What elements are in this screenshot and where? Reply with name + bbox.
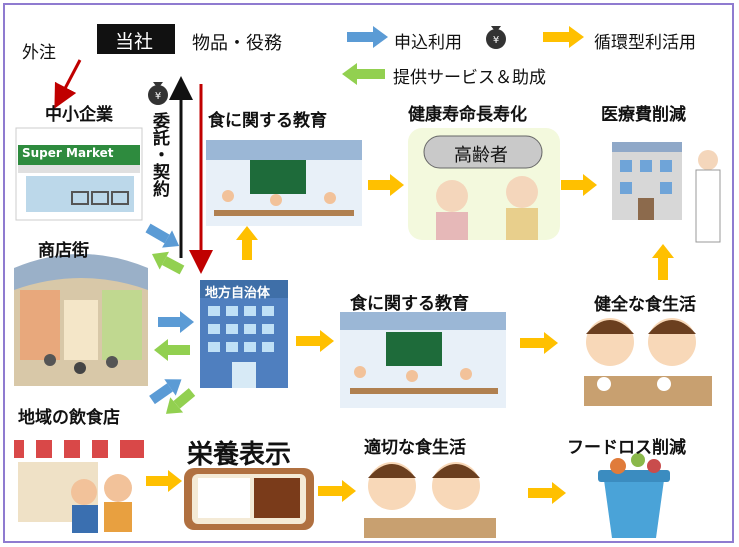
yellow-arrow-restaurant-to-nutrition xyxy=(146,470,182,492)
money-bag-yen-icon: ¥ xyxy=(486,26,506,49)
legend-blue-arrow xyxy=(347,26,388,48)
legend-circular-use-label: 循環型利活用 xyxy=(594,33,696,53)
restaurant-illustration xyxy=(14,436,144,534)
legend-services-support-label: 提供サービス＆助成 xyxy=(393,68,546,88)
local-restaurants-label: 地域の飲食店 xyxy=(18,408,120,428)
healthy-diet-label: 健全な食生活 xyxy=(594,295,696,315)
legend-green-arrow xyxy=(342,63,385,85)
yellow-arrow-edu-to-diet xyxy=(520,332,558,354)
food-education-top-label: 食に関する教育 xyxy=(208,111,327,131)
healthy-longevity-label: 健康寿命長寿化 xyxy=(408,105,527,125)
supermarket-illustration xyxy=(15,127,143,221)
green-arrow-street-left xyxy=(154,339,190,361)
food-waste-bin-illustration xyxy=(598,453,670,538)
yellow-arrow-diet-to-foodloss xyxy=(528,482,566,504)
blue-arrow-restaurant-to-gov xyxy=(149,379,182,405)
bento-box-illustration xyxy=(184,468,314,530)
yellow-arrow-edu-to-health xyxy=(368,174,404,196)
food-loss-reduction-label: フードロス削減 xyxy=(567,438,686,458)
yellow-arrow-health-to-medical xyxy=(561,174,597,196)
company-box xyxy=(97,24,175,54)
supermarket-sign: Super Market xyxy=(22,146,114,160)
food-education-mid-label: 食に関する教育 xyxy=(350,294,469,314)
medical-cost-reduction-label: 医療費削減 xyxy=(601,105,686,125)
classroom-illustration-top xyxy=(206,140,362,226)
diagram-frame xyxy=(3,3,734,543)
company-label: 当社 xyxy=(115,31,154,53)
goods-services-label: 物品・役務 xyxy=(192,33,282,54)
yellow-arrow-gov-to-edu xyxy=(296,330,334,352)
green-arrow-gov-to-street xyxy=(151,251,185,275)
elderly-label: 高齢者 xyxy=(454,145,508,166)
government-building-illustration xyxy=(200,280,288,388)
hospital-doctor-illustration xyxy=(612,142,721,243)
outsourcing-label: 外注 xyxy=(22,43,56,63)
entrust-contract-label: 委託・契約 xyxy=(149,112,169,197)
proper-diet-label: 適切な食生活 xyxy=(364,438,466,458)
legend-apply-use-label: 申込利用 xyxy=(394,33,462,53)
money-bag-yen-icon: ¥ xyxy=(148,82,168,105)
svg-text:¥: ¥ xyxy=(155,91,161,102)
kids-eating-illustration-right xyxy=(584,318,712,406)
classroom-illustration-middle xyxy=(340,312,506,408)
sme-label: 中小企業 xyxy=(45,105,113,125)
elderly-illustration xyxy=(408,128,560,240)
outsourcing-arrow xyxy=(54,59,82,109)
legend-yellow-arrow xyxy=(543,26,584,48)
yellow-arrow-nutrition-to-diet xyxy=(318,480,356,502)
yellow-arrow-diet-up xyxy=(652,244,674,280)
shopping-street-label: 商店街 xyxy=(38,241,89,261)
blue-arrow-street-to-gov xyxy=(145,223,180,248)
yellow-arrow-gov-up xyxy=(236,226,258,260)
local-government-sign: 地方自治体 xyxy=(205,286,271,301)
kids-eating-illustration-bottom xyxy=(364,462,496,538)
nutrition-label-title: 栄養表示 xyxy=(187,440,292,470)
blue-arrow-street-right xyxy=(158,311,194,333)
shopping-street-illustration xyxy=(14,254,148,386)
green-arrow-gov-to-restaurant xyxy=(165,388,196,414)
svg-text:¥: ¥ xyxy=(493,35,499,46)
